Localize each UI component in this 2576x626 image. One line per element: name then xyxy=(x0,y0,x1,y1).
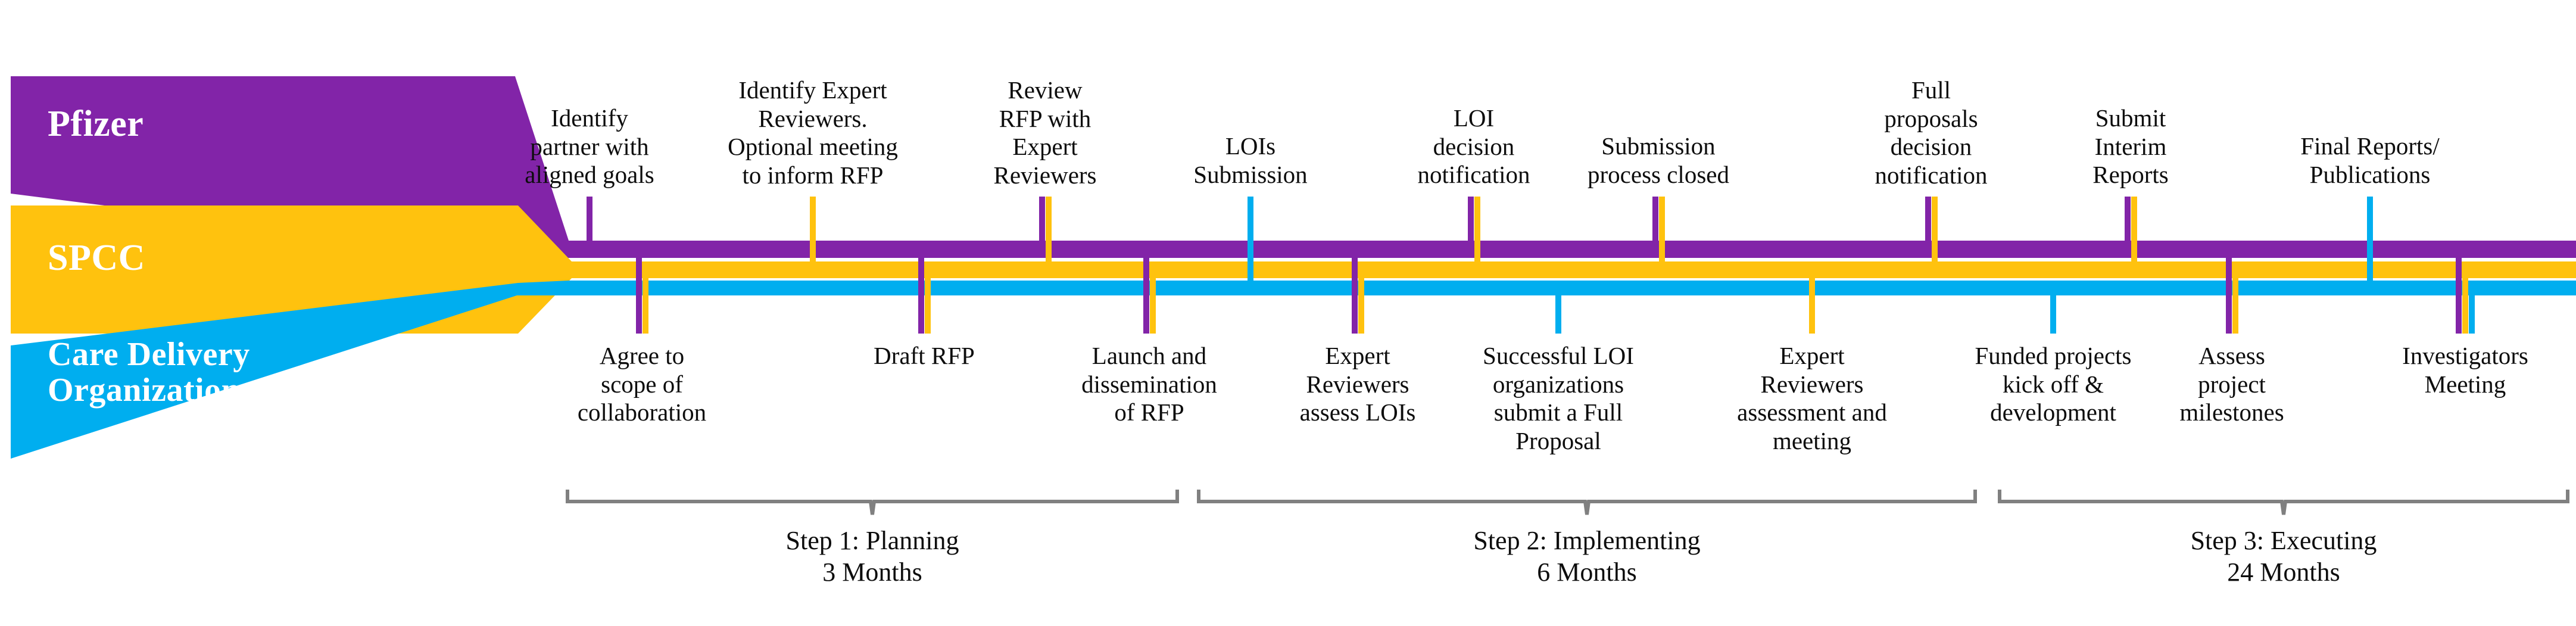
tick-funded-kickoff-blue xyxy=(2050,281,2056,334)
milestone-label-submission-closed: Submission process closed xyxy=(1588,132,1729,188)
tick-assess-milestones-gold xyxy=(2232,261,2238,334)
step-2-bracket xyxy=(1197,490,1977,515)
organization-shapes xyxy=(11,76,572,459)
tick-launch-rfp-gold xyxy=(1149,261,1156,334)
tick-agree-scope-purple xyxy=(635,241,642,334)
milestone-label-lois-submission: LOIs Submission xyxy=(1193,132,1308,188)
milestone-label-review-rfp: Review RFP with Expert Reviewers xyxy=(993,76,1097,189)
timeline-bar-cdo xyxy=(569,281,2576,295)
tick-full-proposals-gold xyxy=(1931,197,1938,278)
tick-review-rfp-purple xyxy=(1038,197,1045,258)
tick-submit-interim-purple xyxy=(2124,197,2131,258)
tick-submit-interim-gold xyxy=(2131,197,2137,278)
milestone-label-submit-interim: Submit Interim Reports xyxy=(2092,104,2169,189)
tick-investigators-mtg-purple xyxy=(2456,241,2462,334)
milestone-label-launch-rfp: Launch and dissemination of RFP xyxy=(1081,342,1217,426)
tick-final-reports-blue xyxy=(2367,197,2373,295)
step-2-duration: 6 Months xyxy=(1537,558,1637,587)
tick-assess-milestones-purple xyxy=(2225,241,2232,334)
tick-reviewers-assess-purple xyxy=(1351,241,1358,334)
tick-identify-partner-purple xyxy=(587,197,592,258)
tick-successful-loi-blue xyxy=(1555,281,1561,334)
milestone-label-full-proposals: Full proposals decision notification xyxy=(1875,76,1988,189)
milestone-label-identify-partner: Identify partner with aligned goals xyxy=(525,104,654,189)
tick-agree-scope-gold xyxy=(642,261,648,334)
step-3-title: Step 3: Executing xyxy=(2190,526,2377,555)
tick-review-rfp-gold xyxy=(1045,197,1052,278)
tick-submission-closed-gold xyxy=(1658,197,1665,278)
tick-reviewers-assess-gold xyxy=(1358,261,1364,334)
milestone-label-final-reports: Final Reports/ Publications xyxy=(2300,132,2440,188)
milestone-label-draft-rfp: Draft RFP xyxy=(874,342,975,369)
tick-launch-rfp-purple xyxy=(1143,241,1149,334)
milestone-label-funded-kickoff: Funded projects kick off & development xyxy=(1975,342,2132,426)
milestone-label-assess-milestones: Assess project milestones xyxy=(2179,342,2284,426)
tick-investigators-mtg-gold xyxy=(2462,261,2468,334)
tick-reviewers-meeting-gold xyxy=(1809,261,1815,334)
timeline-bar-pfizer xyxy=(569,241,2576,258)
tick-loi-decision-gold xyxy=(1474,197,1480,278)
milestone-label-identify-reviewers: Identify Expert Reviewers. Optional meet… xyxy=(728,76,898,189)
step-1-bracket xyxy=(566,490,1179,515)
milestone-label-successful-loi: Successful LOI organizations submit a Fu… xyxy=(1483,342,1634,454)
tick-investigators-mtg-blue xyxy=(2469,281,2475,334)
step-2-title: Step 2: Implementing xyxy=(1473,526,1701,555)
milestone-label-investigators-mtg: Investigators Meeting xyxy=(2402,342,2528,398)
tick-full-proposals-purple xyxy=(1925,197,1931,258)
cdo-shape xyxy=(11,281,569,459)
organization-legend: Pfizer SPCC Care Delivery Organizations xyxy=(0,0,595,465)
milestone-label-reviewers-meeting: Expert Reviewers assessment and meeting xyxy=(1737,342,1887,454)
tick-draft-rfp-purple xyxy=(918,241,924,334)
tick-lois-submission-blue xyxy=(1248,197,1253,295)
org-label-cdo: Care Delivery Organizations xyxy=(48,336,254,409)
org-label-pfizer: Pfizer xyxy=(48,104,144,144)
tick-loi-decision-purple xyxy=(1467,197,1474,258)
step-3-bracket xyxy=(1998,490,2569,515)
org-label-spcc: SPCC xyxy=(48,238,145,278)
step-1-duration: 3 Months xyxy=(822,558,922,587)
tick-draft-rfp-gold xyxy=(924,261,931,334)
tick-submission-closed-purple xyxy=(1652,197,1658,258)
step-1-title: Step 1: Planning xyxy=(785,526,959,555)
step-3-duration: 24 Months xyxy=(2227,558,2340,587)
timeline-bar-spcc xyxy=(569,261,2576,278)
tick-identify-reviewers-gold xyxy=(810,197,816,278)
milestone-label-reviewers-assess: Expert Reviewers assess LOIs xyxy=(1299,342,1416,426)
milestone-label-agree-scope: Agree to scope of collaboration xyxy=(577,342,707,426)
milestone-label-loi-decision: LOI decision notification xyxy=(1417,104,1530,189)
